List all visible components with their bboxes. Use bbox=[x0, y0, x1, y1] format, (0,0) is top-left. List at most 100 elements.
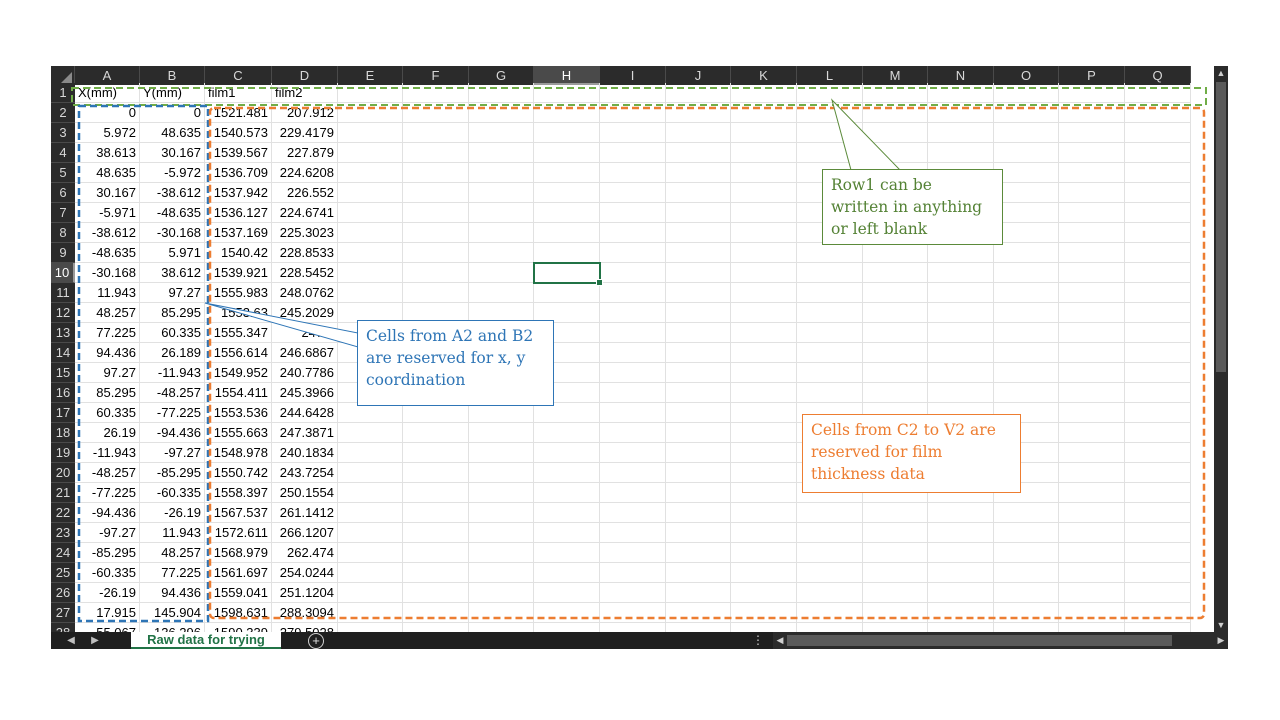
cell-c12[interactable]: 1553.63 bbox=[205, 303, 272, 323]
cell-k5[interactable] bbox=[731, 163, 797, 183]
sheet-tab-raw-data[interactable]: Raw data for trying bbox=[131, 632, 281, 649]
cell-n1[interactable] bbox=[928, 83, 994, 103]
cell-q18[interactable] bbox=[1125, 423, 1191, 443]
cell-l22[interactable] bbox=[797, 503, 863, 523]
cell-i11[interactable] bbox=[600, 283, 666, 303]
cell-c10[interactable]: 1539.921 bbox=[205, 263, 272, 283]
column-header-i[interactable]: I bbox=[600, 66, 666, 85]
cell-n3[interactable] bbox=[928, 123, 994, 143]
cell-n2[interactable] bbox=[928, 103, 994, 123]
cell-q12[interactable] bbox=[1125, 303, 1191, 323]
cell-h4[interactable] bbox=[534, 143, 600, 163]
cell-n25[interactable] bbox=[928, 563, 994, 583]
cell-p27[interactable] bbox=[1059, 603, 1125, 623]
cell-p5[interactable] bbox=[1059, 163, 1125, 183]
cell-h23[interactable] bbox=[534, 523, 600, 543]
cell-l16[interactable] bbox=[797, 383, 863, 403]
scroll-down-icon[interactable]: ▼ bbox=[1216, 620, 1226, 630]
cell-h18[interactable] bbox=[534, 423, 600, 443]
cell-c21[interactable]: 1558.397 bbox=[205, 483, 272, 503]
cell-h27[interactable] bbox=[534, 603, 600, 623]
cell-k20[interactable] bbox=[731, 463, 797, 483]
cell-j27[interactable] bbox=[666, 603, 731, 623]
cell-g19[interactable] bbox=[469, 443, 534, 463]
cell-n27[interactable] bbox=[928, 603, 994, 623]
cell-p4[interactable] bbox=[1059, 143, 1125, 163]
cell-i27[interactable] bbox=[600, 603, 666, 623]
cell-f26[interactable] bbox=[403, 583, 469, 603]
cell-a23[interactable]: -97.27 bbox=[75, 523, 140, 543]
cell-f9[interactable] bbox=[403, 243, 469, 263]
cell-b25[interactable]: 77.225 bbox=[140, 563, 205, 583]
cell-g22[interactable] bbox=[469, 503, 534, 523]
row-header-21[interactable]: 21 bbox=[51, 483, 75, 503]
cell-g24[interactable] bbox=[469, 543, 534, 563]
cell-e9[interactable] bbox=[338, 243, 403, 263]
cell-b7[interactable]: -48.635 bbox=[140, 203, 205, 223]
cell-e17[interactable] bbox=[338, 403, 403, 423]
cell-o8[interactable] bbox=[994, 223, 1059, 243]
cell-b12[interactable]: 85.295 bbox=[140, 303, 205, 323]
cell-d7[interactable]: 224.6741 bbox=[272, 203, 338, 223]
cell-b10[interactable]: 38.612 bbox=[140, 263, 205, 283]
row-header-6[interactable]: 6 bbox=[51, 183, 75, 203]
cell-h26[interactable] bbox=[534, 583, 600, 603]
cell-k22[interactable] bbox=[731, 503, 797, 523]
cell-e25[interactable] bbox=[338, 563, 403, 583]
cell-n15[interactable] bbox=[928, 363, 994, 383]
cell-d22[interactable]: 261.1412 bbox=[272, 503, 338, 523]
cell-j4[interactable] bbox=[666, 143, 731, 163]
scroll-up-icon[interactable]: ▲ bbox=[1216, 68, 1226, 78]
cell-j23[interactable] bbox=[666, 523, 731, 543]
cell-j2[interactable] bbox=[666, 103, 731, 123]
cell-p25[interactable] bbox=[1059, 563, 1125, 583]
row-header-23[interactable]: 23 bbox=[51, 523, 75, 543]
cell-q23[interactable] bbox=[1125, 523, 1191, 543]
cell-c5[interactable]: 1536.709 bbox=[205, 163, 272, 183]
cell-o15[interactable] bbox=[994, 363, 1059, 383]
cell-f18[interactable] bbox=[403, 423, 469, 443]
cell-a18[interactable]: 26.19 bbox=[75, 423, 140, 443]
cell-c17[interactable]: 1553.536 bbox=[205, 403, 272, 423]
cell-q11[interactable] bbox=[1125, 283, 1191, 303]
cell-j14[interactable] bbox=[666, 343, 731, 363]
cell-j15[interactable] bbox=[666, 363, 731, 383]
cell-g25[interactable] bbox=[469, 563, 534, 583]
cell-o13[interactable] bbox=[994, 323, 1059, 343]
cell-c14[interactable]: 1556.614 bbox=[205, 343, 272, 363]
cell-f17[interactable] bbox=[403, 403, 469, 423]
cell-d8[interactable]: 225.3023 bbox=[272, 223, 338, 243]
cell-q21[interactable] bbox=[1125, 483, 1191, 503]
cell-b18[interactable]: -94.436 bbox=[140, 423, 205, 443]
cell-i16[interactable] bbox=[600, 383, 666, 403]
cell-h2[interactable] bbox=[534, 103, 600, 123]
cell-q2[interactable] bbox=[1125, 103, 1191, 123]
cell-j12[interactable] bbox=[666, 303, 731, 323]
cell-c11[interactable]: 1555.983 bbox=[205, 283, 272, 303]
cell-o10[interactable] bbox=[994, 263, 1059, 283]
cell-h1[interactable] bbox=[534, 83, 600, 103]
cell-b6[interactable]: -38.612 bbox=[140, 183, 205, 203]
cell-j26[interactable] bbox=[666, 583, 731, 603]
cell-a27[interactable]: 17.915 bbox=[75, 603, 140, 623]
cell-n26[interactable] bbox=[928, 583, 994, 603]
cell-j7[interactable] bbox=[666, 203, 731, 223]
cell-k21[interactable] bbox=[731, 483, 797, 503]
cell-k18[interactable] bbox=[731, 423, 797, 443]
cell-g2[interactable] bbox=[469, 103, 534, 123]
cell-q13[interactable] bbox=[1125, 323, 1191, 343]
cell-i8[interactable] bbox=[600, 223, 666, 243]
row-header-25[interactable]: 25 bbox=[51, 563, 75, 583]
row-header-1[interactable]: 1 bbox=[51, 83, 75, 103]
horizontal-scroll-thumb[interactable] bbox=[787, 635, 1172, 646]
cell-q9[interactable] bbox=[1125, 243, 1191, 263]
horizontal-scrollbar[interactable]: ◀ ▶ bbox=[773, 632, 1228, 649]
cell-f5[interactable] bbox=[403, 163, 469, 183]
cell-c8[interactable]: 1537.169 bbox=[205, 223, 272, 243]
row-header-17[interactable]: 17 bbox=[51, 403, 75, 423]
cell-q26[interactable] bbox=[1125, 583, 1191, 603]
cell-d14[interactable]: 246.6867 bbox=[272, 343, 338, 363]
cell-e11[interactable] bbox=[338, 283, 403, 303]
cell-n9[interactable] bbox=[928, 243, 994, 263]
cell-a21[interactable]: -77.225 bbox=[75, 483, 140, 503]
